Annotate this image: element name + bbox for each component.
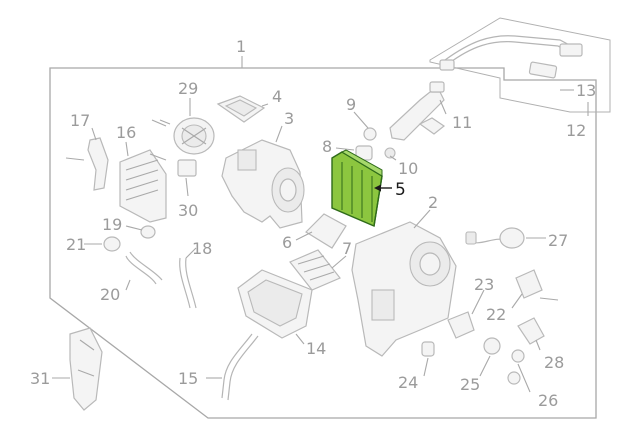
callout-27[interactable]: 27 bbox=[548, 231, 568, 250]
heater-core-part-16 bbox=[119, 149, 167, 223]
callout-24[interactable]: 24 bbox=[398, 373, 418, 392]
cabin-filter-part-5-highlighted[interactable] bbox=[331, 149, 383, 227]
callout-1[interactable]: 1 bbox=[236, 37, 246, 56]
callout-28[interactable]: 28 bbox=[544, 353, 564, 372]
gasket-part-4 bbox=[216, 95, 266, 123]
callout-12[interactable]: 12 bbox=[566, 121, 586, 140]
callout-19[interactable]: 19 bbox=[102, 215, 122, 234]
callout-6[interactable]: 6 bbox=[282, 233, 292, 252]
hoses-18-20 bbox=[125, 251, 197, 309]
bracket-part-28 bbox=[517, 317, 545, 345]
callout-4[interactable]: 4 bbox=[272, 87, 282, 106]
upper-case-part-3 bbox=[221, 139, 305, 229]
callout-21[interactable]: 21 bbox=[66, 235, 86, 254]
bracket-part-6 bbox=[305, 213, 347, 249]
callout-22[interactable]: 22 bbox=[486, 305, 506, 324]
callout-31[interactable]: 31 bbox=[30, 369, 50, 388]
callout-11[interactable]: 11 bbox=[452, 113, 472, 132]
callout-17[interactable]: 17 bbox=[70, 111, 90, 130]
assembly-boundary bbox=[49, 67, 597, 419]
clamps-19-21 bbox=[103, 225, 156, 252]
screws bbox=[149, 119, 559, 301]
callout-16[interactable]: 16 bbox=[116, 123, 136, 142]
clip-part-30 bbox=[177, 159, 197, 177]
callout-26[interactable]: 26 bbox=[538, 391, 558, 410]
callout-9[interactable]: 9 bbox=[346, 95, 356, 114]
callout-13[interactable]: 13 bbox=[576, 81, 596, 100]
callout-labels: 1 2 3 4 5 6 7 8 9 10 11 12 13 14 15 16 1… bbox=[30, 37, 596, 410]
callout-20[interactable]: 20 bbox=[100, 285, 120, 304]
callout-18[interactable]: 18 bbox=[192, 239, 212, 258]
callout-23[interactable]: 23 bbox=[474, 275, 494, 294]
callout-15[interactable]: 15 bbox=[178, 369, 198, 388]
callout-29[interactable]: 29 bbox=[178, 79, 198, 98]
cable-harness-part-13 bbox=[439, 35, 583, 79]
drain-hose-part-15 bbox=[221, 333, 259, 401]
lower-case-part-2 bbox=[351, 221, 457, 357]
blower-wheel-part-29 bbox=[159, 117, 215, 155]
filter-frame-part-7 bbox=[289, 249, 341, 291]
resistor-part-23 bbox=[515, 269, 543, 299]
callout-10[interactable]: 10 bbox=[398, 159, 418, 178]
actuator-part-27 bbox=[465, 227, 525, 249]
callout-30[interactable]: 30 bbox=[178, 201, 198, 220]
drain-tray-part-14 bbox=[237, 269, 313, 339]
leader-lines bbox=[52, 56, 589, 393]
bracket-part-17 bbox=[65, 137, 109, 191]
callout-2[interactable]: 2 bbox=[428, 193, 438, 212]
sensor-part-22 bbox=[447, 311, 475, 339]
bracket-part-31 bbox=[69, 327, 103, 411]
small-parts-8-9-10 bbox=[355, 127, 396, 161]
duct-part-11 bbox=[389, 81, 446, 141]
callout-8[interactable]: 8 bbox=[322, 137, 332, 156]
small-parts-24-25-26 bbox=[421, 337, 525, 385]
callout-7[interactable]: 7 bbox=[342, 239, 352, 258]
callout-3[interactable]: 3 bbox=[284, 109, 294, 128]
callout-25[interactable]: 25 bbox=[460, 375, 480, 394]
callout-5[interactable]: 5 bbox=[395, 180, 406, 200]
callout-14[interactable]: 14 bbox=[306, 339, 326, 358]
